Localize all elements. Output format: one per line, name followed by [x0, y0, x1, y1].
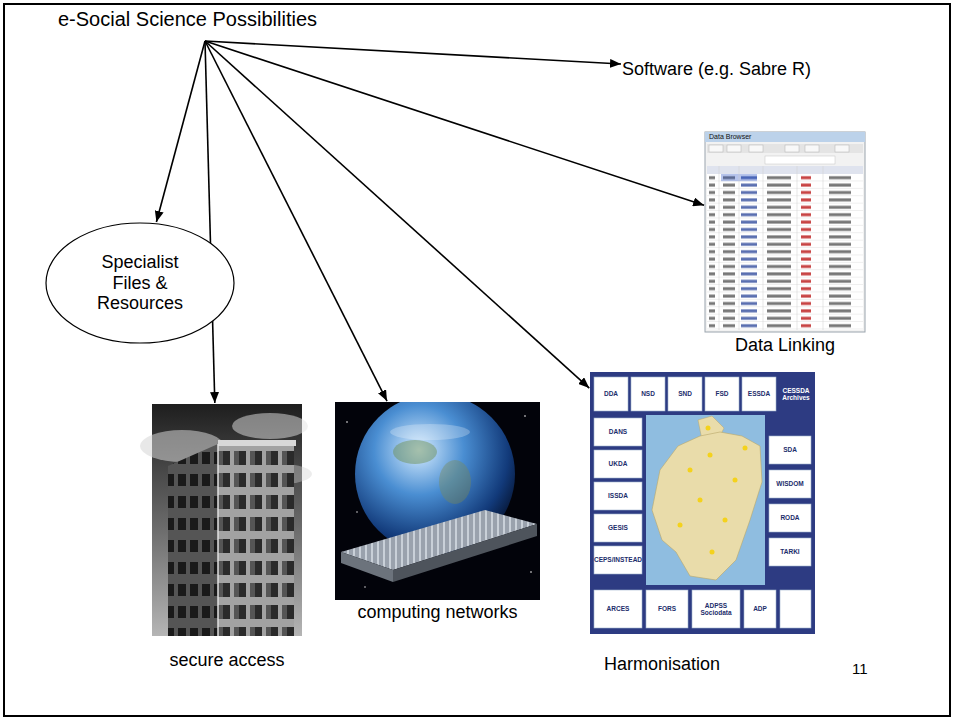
map-label: FSD	[705, 377, 739, 411]
secure-access-panel: secure access	[152, 404, 302, 671]
map-label: ESSDA	[742, 377, 776, 411]
plain-text: Software (e.g. Sabre R)	[622, 59, 811, 80]
circle-shape	[46, 223, 234, 343]
map-label: ARCES	[594, 590, 642, 628]
map-label: CESSDA Archives	[778, 377, 814, 411]
map-label: NSD	[631, 377, 665, 411]
harmonisation-panel: Harmonisation	[590, 372, 815, 675]
page-number: 11	[852, 658, 892, 680]
map-label: FORS	[646, 590, 688, 628]
software-label: Software (e.g. Sabre R)	[622, 59, 811, 80]
image-caption: Data Linking	[705, 335, 865, 356]
data-linking-panel: Data Linking	[705, 132, 865, 356]
slide-title: e-Social Science Possibilities	[58, 8, 317, 31]
map-label: Data Browser	[709, 132, 779, 142]
arrow-connector	[205, 41, 589, 388]
map-label: GESIS	[594, 514, 642, 542]
image-caption: Harmonisation	[590, 654, 815, 675]
circle-text-group: Specialist Files & Resources	[80, 252, 200, 314]
map-label: ISSDA	[594, 482, 642, 510]
arrow-connector	[205, 41, 621, 64]
map-label: ADP	[744, 590, 776, 628]
computing-networks-panel: computing networks	[335, 402, 540, 623]
arrow-connector	[205, 41, 387, 401]
map-label: CEPS/INSTEAD	[594, 546, 642, 574]
resource-circle: Specialist Files & Resources	[45, 222, 235, 344]
map-label: ADPSS Sociodata	[692, 590, 740, 628]
map-label: UKDA	[594, 450, 642, 478]
map-label: SND	[668, 377, 702, 411]
map-label: TARKI	[769, 538, 811, 566]
map-label: SDA	[769, 436, 811, 464]
arrow-connector	[156, 41, 205, 222]
map-label: RODA	[769, 504, 811, 532]
image-caption: computing networks	[335, 602, 540, 623]
title-text: e-Social Science Possibilities	[58, 8, 317, 31]
circle-text: Specialist Files & Resources	[80, 252, 200, 314]
map-label: WISDOM	[769, 470, 811, 498]
arrow-connector	[205, 41, 215, 403]
image-caption: secure access	[152, 650, 302, 671]
map-label: DDA	[594, 377, 628, 411]
map-label: DANS	[594, 418, 642, 446]
